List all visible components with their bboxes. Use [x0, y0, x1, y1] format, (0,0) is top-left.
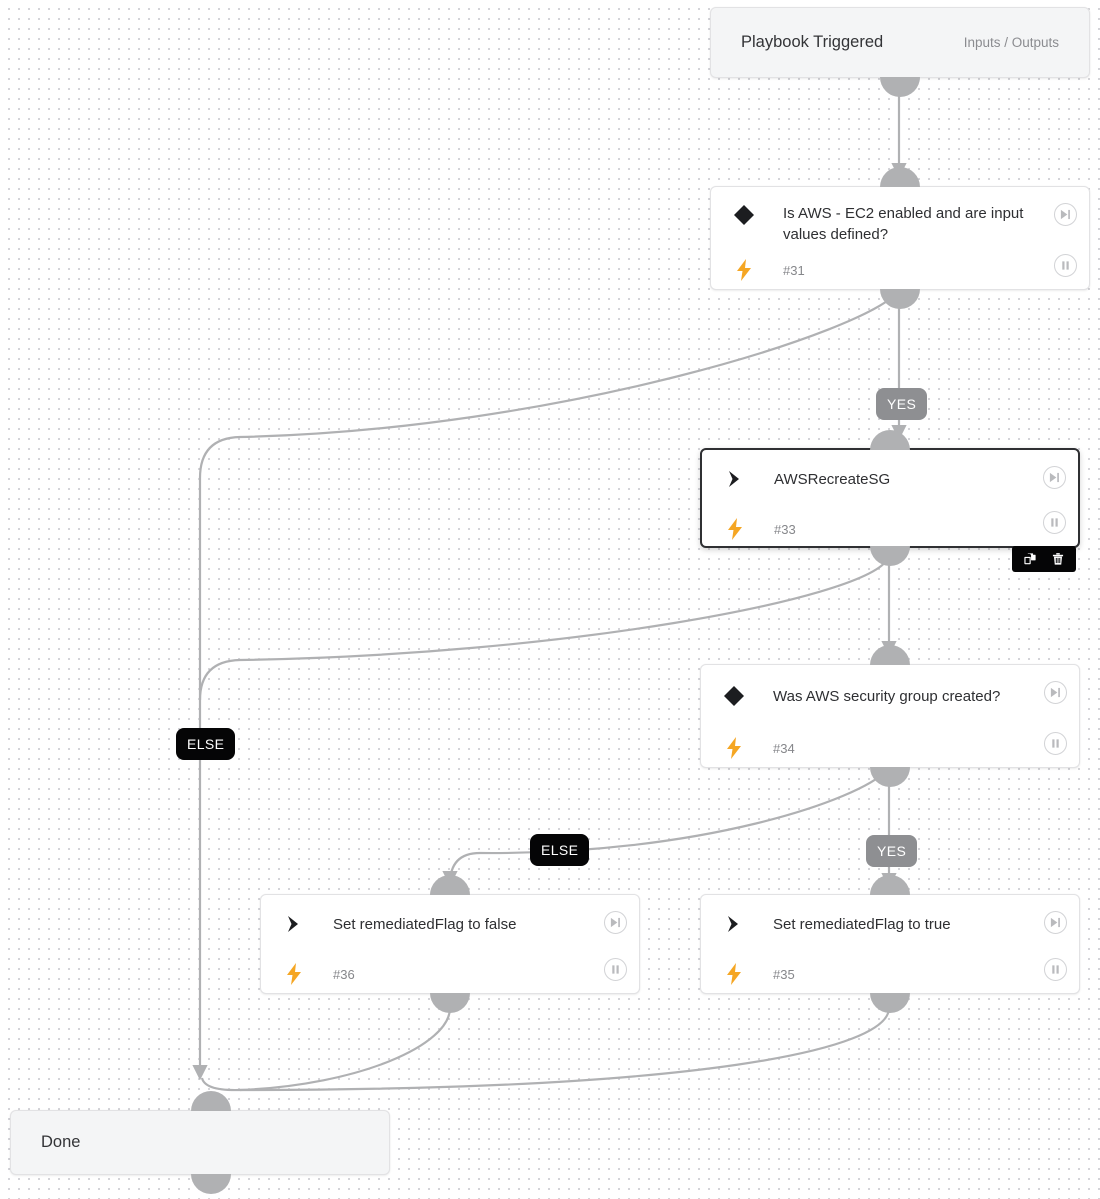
node-id-label: #35: [773, 966, 795, 982]
handle-bottom[interactable]: [870, 993, 910, 1013]
step-forward-icon[interactable]: [1054, 203, 1077, 226]
step-forward-icon[interactable]: [1043, 466, 1066, 489]
handle-top[interactable]: [870, 645, 910, 665]
node-set-remediated-flag-true[interactable]: Set remediatedFlag to true #35: [700, 875, 1080, 1013]
node-playbook-triggered[interactable]: Playbook Triggered Inputs / Outputs: [710, 7, 1090, 97]
branch-label-text: YES: [877, 843, 907, 859]
lightning-bolt-icon: [718, 518, 752, 540]
branch-label-else-sg[interactable]: ELSE: [530, 834, 590, 866]
node-title: Is AWS - EC2 enabled and are input value…: [783, 205, 1024, 243]
step-forward-icon[interactable]: [1044, 911, 1067, 934]
node-id-label: #31: [783, 262, 805, 278]
branch-label-yes-ec2[interactable]: YES: [876, 388, 928, 420]
lightning-bolt-icon: [717, 737, 751, 759]
handle-bottom[interactable]: [870, 546, 910, 566]
pause-icon[interactable]: [604, 958, 627, 981]
pause-icon[interactable]: [1054, 254, 1077, 277]
lightning-bolt-icon: [717, 963, 751, 985]
duplicate-icon[interactable]: [1022, 551, 1038, 567]
inputs-outputs-link[interactable]: Inputs / Outputs: [963, 35, 1059, 50]
chevron-right-icon: [277, 914, 311, 934]
node-id-label: #33: [774, 521, 796, 537]
node-decision-sg-created[interactable]: Was AWS security group created? #34: [700, 645, 1080, 787]
handle-top[interactable]: [430, 875, 470, 895]
branch-label-text: ELSE: [187, 736, 225, 752]
edge-35-to-done: [239, 1007, 891, 1092]
edge-34-else-to-36: [442, 769, 888, 887]
step-forward-icon[interactable]: [1044, 681, 1067, 704]
step-forward-icon[interactable]: [604, 911, 627, 934]
done-title: Done: [41, 1133, 81, 1151]
diamond-icon: [717, 684, 751, 708]
node-title: AWSRecreateSG: [774, 470, 891, 488]
handle-bottom[interactable]: [880, 77, 920, 97]
chevron-right-icon: [718, 469, 752, 489]
diamond-icon: [727, 203, 761, 227]
lightning-bolt-icon: [277, 963, 311, 985]
node-set-remediated-flag-false[interactable]: Set remediatedFlag to false #36: [260, 875, 640, 1013]
trash-icon[interactable]: [1050, 551, 1066, 567]
pause-icon[interactable]: [1043, 511, 1066, 534]
node-title: Was AWS security group created?: [773, 687, 1001, 705]
node-id-label: #36: [333, 966, 355, 982]
pause-icon[interactable]: [1044, 958, 1067, 981]
handle-top[interactable]: [191, 1091, 231, 1111]
node-aws-recreate-sg[interactable]: AWSRecreateSG #33: [700, 430, 1080, 566]
handle-top[interactable]: [870, 430, 910, 450]
node-decision-ec2-enabled[interactable]: Is AWS - EC2 enabled and are input value…: [710, 167, 1090, 309]
node-id-label: #34: [773, 740, 795, 756]
handle-bottom[interactable]: [870, 767, 910, 787]
handle-top[interactable]: [880, 167, 920, 187]
handle-top[interactable]: [870, 875, 910, 895]
edge-36-to-done: [200, 1007, 452, 1092]
branch-label-text: YES: [887, 396, 917, 412]
node-selection-toolbar[interactable]: [1012, 546, 1076, 572]
handle-bottom[interactable]: [191, 1174, 231, 1194]
node-done[interactable]: Done: [10, 1091, 390, 1194]
lightning-bolt-icon: [727, 259, 761, 281]
node-title: Set remediatedFlag to false: [333, 915, 517, 933]
node-title: Set remediatedFlag to true: [773, 915, 951, 933]
branch-label-yes-sg[interactable]: YES: [866, 835, 918, 867]
handle-bottom[interactable]: [880, 289, 920, 309]
playbook-triggered-title: Playbook Triggered: [741, 33, 884, 51]
pause-icon[interactable]: [1044, 732, 1067, 755]
chevron-right-icon: [717, 914, 751, 934]
handle-bottom[interactable]: [430, 993, 470, 1013]
branch-label-text: ELSE: [541, 842, 579, 858]
branch-label-else-ec2[interactable]: ELSE: [176, 728, 236, 760]
